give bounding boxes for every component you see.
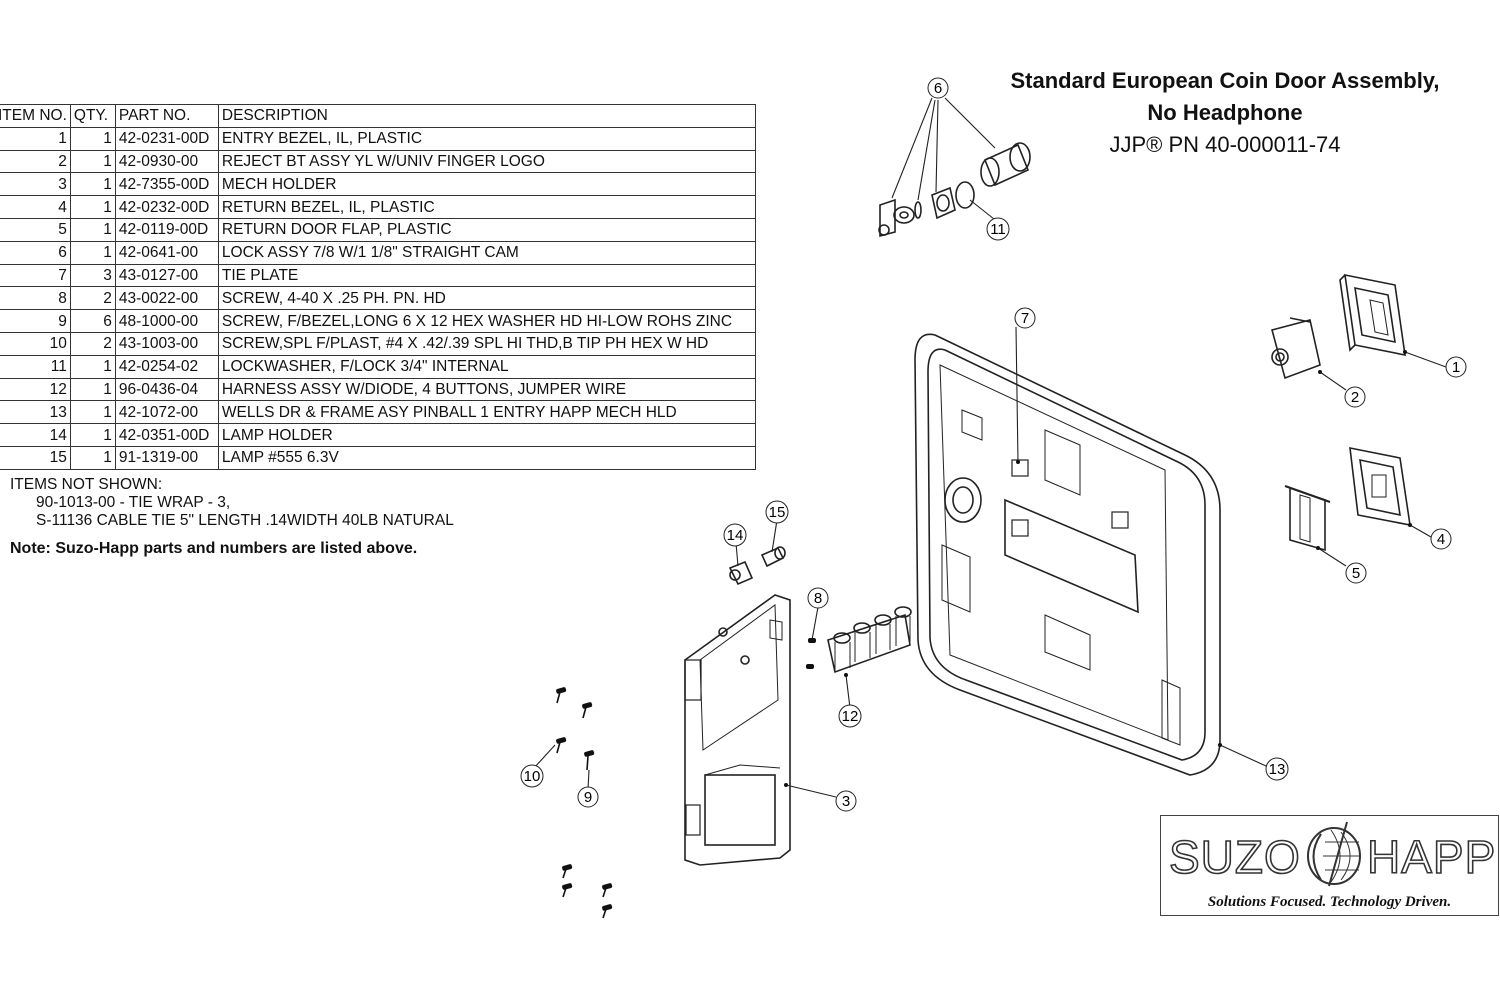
assembly-subtitle: No Headphone [1147,100,1303,125]
svg-text:8: 8 [814,590,822,607]
part-no: 42-0930-00 [114,149,219,174]
svg-text:6: 6 [934,80,942,97]
assembly-title: Standard European Coin Door Assembly, [1010,68,1440,93]
svg-text:3: 3 [842,793,850,810]
header-description: DESCRIPTION [217,104,756,128]
leader-arrowheads [784,350,1412,787]
callout-1: 1 [1445,356,1467,378]
svg-text:2: 2 [1351,389,1359,406]
screw-shanks [556,691,607,919]
entry-bezel-drawing [1339,273,1406,357]
supplier-note: Note: Suzo-Happ parts and numbers are li… [10,540,418,557]
svg-text:1: 1 [1452,359,1460,376]
callout-14: 14 [723,523,747,547]
header-part-no: PART NO. [114,104,219,128]
description: SCREW,SPL F/PLAST, #4 X .42/.39 SPL HI T… [217,331,756,356]
callout-15: 15 [765,500,789,524]
not-shown-item: S-11136 CABLE TIE 5" LENGTH .14WIDTH 40L… [36,512,454,529]
callout-8: 8 [807,587,829,609]
door-frame-drawing [914,333,1221,776]
part-no: 42-7355-00D [114,172,219,197]
part-no: 96-0436-04 [114,377,219,402]
part-no: 42-0254-02 [114,354,219,379]
description: LAMP HOLDER [217,423,756,447]
leader-lines [533,97,1447,798]
svg-text:7: 7 [1021,310,1029,327]
table-header-row: ITEM NO. QTY. PART NO. DESCRIPTION [0,104,756,128]
reject-button-drawing [1271,317,1321,380]
svg-text:15: 15 [769,504,786,521]
description: MECH HOLDER [217,172,756,197]
part-no: 42-0119-00D [114,217,219,242]
description: RETURN DOOR FLAP, PLASTIC [217,217,756,242]
part-no: 42-1072-00 [114,400,219,425]
callout-3: 3 [835,790,857,812]
callout-2: 2 [1344,386,1366,408]
description: REJECT BT ASSY YL W/UNIV FINGER LOGO [217,149,756,174]
svg-text:9: 9 [584,789,592,806]
part-no: 42-0231-00D [114,126,219,151]
qty: 1 [69,445,116,470]
harness-assembly-drawing [827,606,912,674]
logo-tagline: Solutions Focused. Technology Driven. [1207,894,1452,910]
svg-text:12: 12 [842,708,859,725]
return-bezel-drawing [1349,446,1411,526]
return-door-flap-drawing [1284,485,1331,552]
svg-text:14: 14 [727,527,744,544]
header-item-no: ITEM NO. [0,104,71,128]
part-no: 42-0351-00D [114,423,219,447]
callout-10: 10 [520,764,544,788]
screws-drawing [556,638,816,911]
callout-5: 5 [1345,562,1367,584]
part-no: 43-0022-00 [114,286,219,311]
callout-13: 13 [1265,757,1289,781]
items-not-shown: ITEMS NOT SHOWN: 90-1013-00 - TIE WRAP -… [10,476,454,530]
part-no: 43-0127-00 [114,263,219,288]
not-shown-item: 90-1013-00 - TIE WRAP - 3, [36,494,231,511]
part-no: 42-0641-00 [114,240,219,265]
description: LAMP #555 6.3V [217,445,756,470]
logo-text-left: SUZO [1168,830,1301,884]
callout-7: 7 [1014,307,1036,329]
callout-6: 6 [927,77,949,99]
svg-text:4: 4 [1437,531,1445,548]
svg-text:11: 11 [990,221,1006,238]
callout-4: 4 [1430,528,1452,550]
part-no: 91-1319-00 [114,445,219,470]
part-no: 43-1003-00 [114,331,219,356]
items-not-shown-heading: ITEMS NOT SHOWN: [10,476,163,493]
item-no: 12 [0,377,71,402]
callout-9: 9 [577,786,599,808]
svg-text:5: 5 [1352,565,1360,582]
callout-11: 11 [986,217,1010,241]
description: SCREW, 4-40 X .25 PH. PN. HD [217,286,756,311]
callout-12: 12 [838,704,862,728]
suzo-happ-logo: SUZO HAPP Solutions Focused. Technology … [1160,815,1499,916]
globe-icon [1307,821,1361,887]
svg-text:10: 10 [524,768,541,785]
svg-text:13: 13 [1269,761,1286,778]
logo-text-right: HAPP [1366,830,1497,884]
part-no: 42-0232-00D [114,195,219,219]
item-no: 14 [0,423,71,447]
lock-assembly-drawing [878,142,1031,238]
part-number: JJP® PN 40-000011-74 [1109,132,1341,157]
mech-holder-drawing [684,594,791,866]
